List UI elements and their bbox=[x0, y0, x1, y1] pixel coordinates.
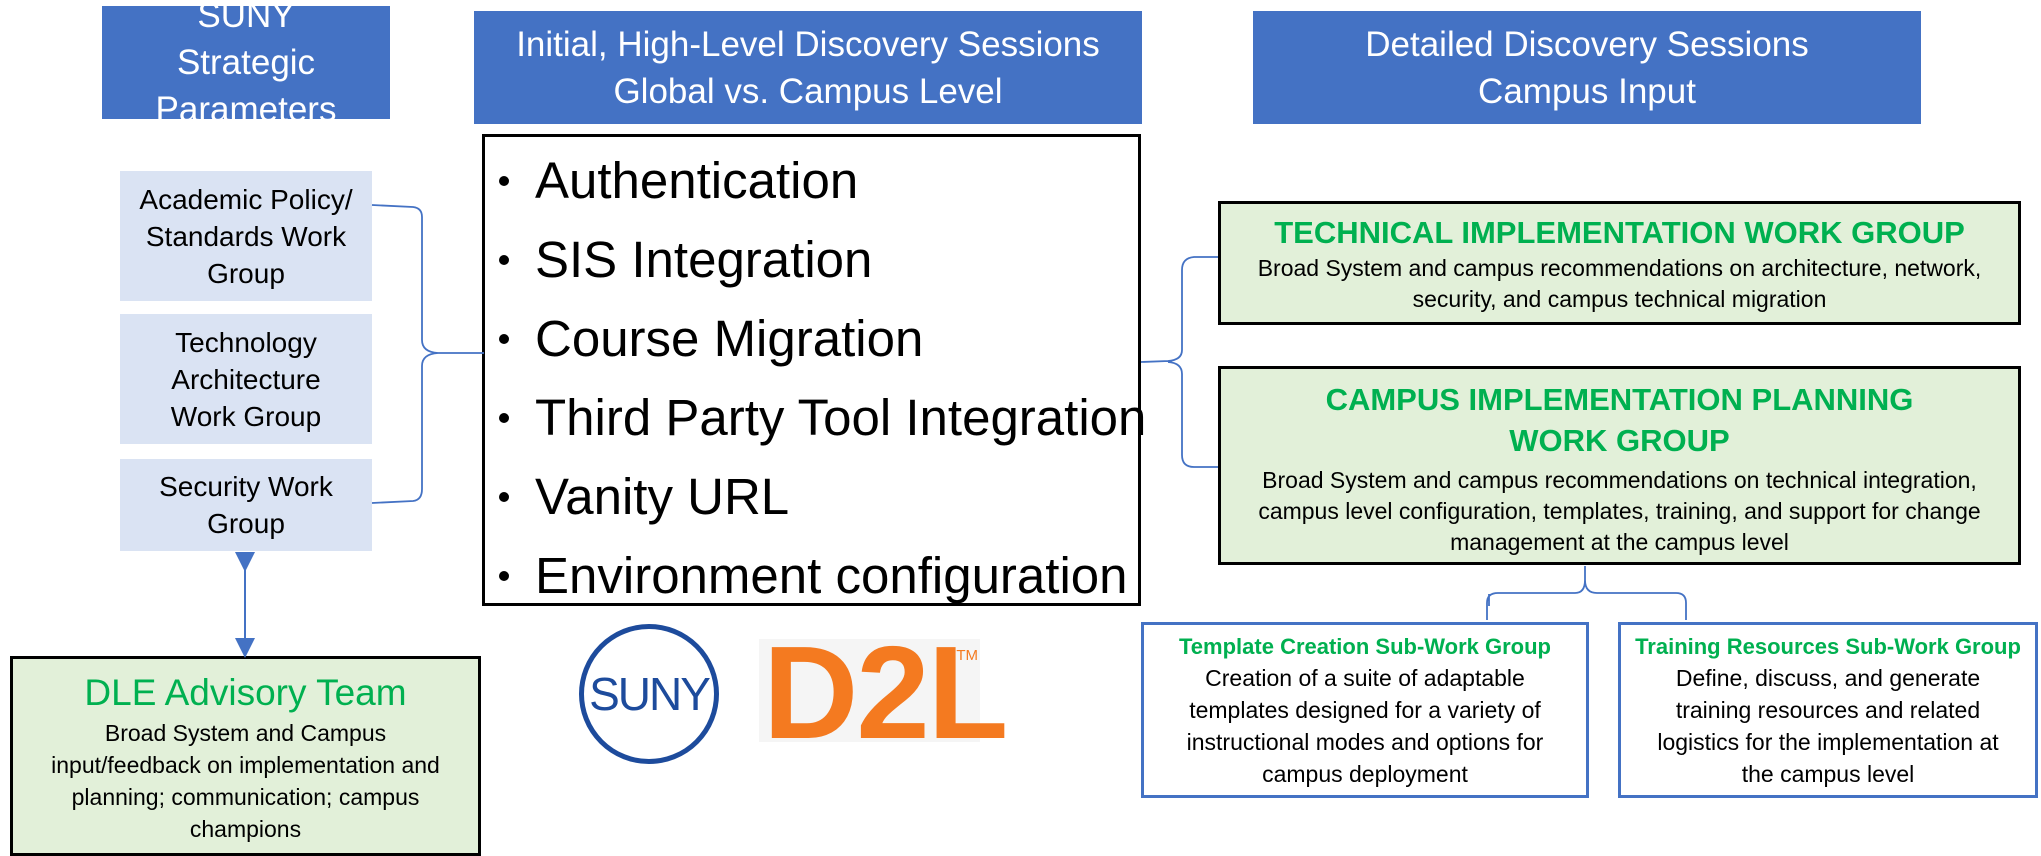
d2l-trademark: TM bbox=[956, 647, 978, 664]
right-brace-connector bbox=[1140, 256, 1218, 468]
header-initial-discovery: Initial, High-Level Discovery Sessions G… bbox=[474, 11, 1142, 124]
work-group-technology-architecture: Technology Architecture Work Group bbox=[120, 314, 372, 444]
left-brace-connector bbox=[371, 204, 484, 504]
bullet-icon bbox=[499, 412, 509, 423]
topic-text: Third Party Tool Integration bbox=[535, 389, 1147, 446]
training-resources-subgroup: Training Resources Sub-Work Group Define… bbox=[1618, 622, 2038, 798]
suny-logo: SUNY bbox=[579, 624, 719, 764]
bullet-icon bbox=[499, 254, 509, 265]
header-suny-strategic: SUNY Strategic Parameters bbox=[102, 0, 390, 129]
work-group-security-label: Security Work Group bbox=[159, 471, 333, 539]
dle-title: DLE Advisory Team bbox=[84, 672, 407, 713]
training-subgroup-title: Training Resources Sub-Work Group bbox=[1635, 634, 2021, 659]
topic-item: Vanity URL bbox=[499, 457, 1138, 536]
d2l-logo-text: D2L bbox=[763, 619, 1008, 766]
header-detailed-discovery: Detailed Discovery Sessions Campus Input bbox=[1253, 11, 1921, 124]
training-subgroup-description: Define, discuss, and generate training r… bbox=[1657, 665, 1999, 787]
suny-logo-text: SUNY bbox=[589, 668, 711, 720]
topic-item: Third Party Tool Integration bbox=[499, 378, 1146, 457]
topic-item: Course Migration bbox=[499, 299, 1138, 378]
dle-description: Broad System and Campus input/feedback o… bbox=[51, 720, 440, 842]
work-group-academic-policy: Academic Policy/ Standards Work Group bbox=[120, 171, 372, 301]
campus-implementation-group: CAMPUS IMPLEMENTATION PLANNING WORK GROU… bbox=[1218, 366, 2021, 565]
topic-text: SIS Integration bbox=[535, 231, 873, 288]
bullet-icon bbox=[499, 491, 509, 502]
header-detailed-line2: Campus Input bbox=[1478, 71, 1696, 111]
bullet-icon bbox=[499, 570, 509, 581]
topic-text: Authentication bbox=[535, 152, 859, 209]
technical-group-description: Broad System and campus recommendations … bbox=[1257, 255, 1982, 312]
topic-text: Course Migration bbox=[535, 310, 924, 367]
technical-group-title: TECHNICAL IMPLEMENTATION WORK GROUP bbox=[1274, 215, 1965, 250]
discovery-topics-list: Authentication SIS Integration Course Mi… bbox=[499, 141, 1146, 615]
template-subgroup-title: Template Creation Sub-Work Group bbox=[1179, 634, 1551, 659]
topic-text: Vanity URL bbox=[535, 468, 790, 525]
header-suny-strategic-text: SUNY Strategic Parameters bbox=[155, 0, 337, 129]
topic-text: Environment configuration bbox=[535, 547, 1128, 604]
campus-group-title: CAMPUS IMPLEMENTATION PLANNING WORK GROU… bbox=[1325, 382, 1914, 458]
bullet-icon bbox=[499, 175, 509, 186]
work-group-technology-architecture-label: Technology Architecture Work Group bbox=[170, 326, 322, 432]
bullet-icon bbox=[499, 333, 509, 344]
topic-item: Environment configuration bbox=[499, 536, 1138, 615]
subgroup-brace-connector bbox=[1486, 566, 1687, 620]
template-subgroup-description: Creation of a suite of adaptable templat… bbox=[1186, 665, 1544, 787]
work-group-security: Security Work Group bbox=[120, 459, 372, 551]
header-initial-line2: Global vs. Campus Level bbox=[613, 71, 1003, 111]
header-detailed-line1: Detailed Discovery Sessions bbox=[1365, 24, 1809, 64]
topic-item: Authentication bbox=[499, 141, 1138, 220]
campus-group-description: Broad System and campus recommendations … bbox=[1258, 467, 1981, 555]
template-creation-subgroup: Template Creation Sub-Work Group Creatio… bbox=[1141, 622, 1589, 798]
technical-implementation-group: TECHNICAL IMPLEMENTATION WORK GROUP Broa… bbox=[1218, 201, 2021, 325]
topic-item: SIS Integration bbox=[499, 220, 1138, 299]
d2l-logo: D2L TM bbox=[759, 619, 1008, 766]
dle-advisory-team: DLE Advisory Team Broad System and Campu… bbox=[10, 656, 481, 856]
discovery-topics-box: Authentication SIS Integration Course Mi… bbox=[482, 134, 1146, 606]
header-initial-line1: Initial, High-Level Discovery Sessions bbox=[516, 24, 1100, 64]
work-group-academic-policy-label: Academic Policy/ Standards Work Group bbox=[139, 183, 353, 289]
